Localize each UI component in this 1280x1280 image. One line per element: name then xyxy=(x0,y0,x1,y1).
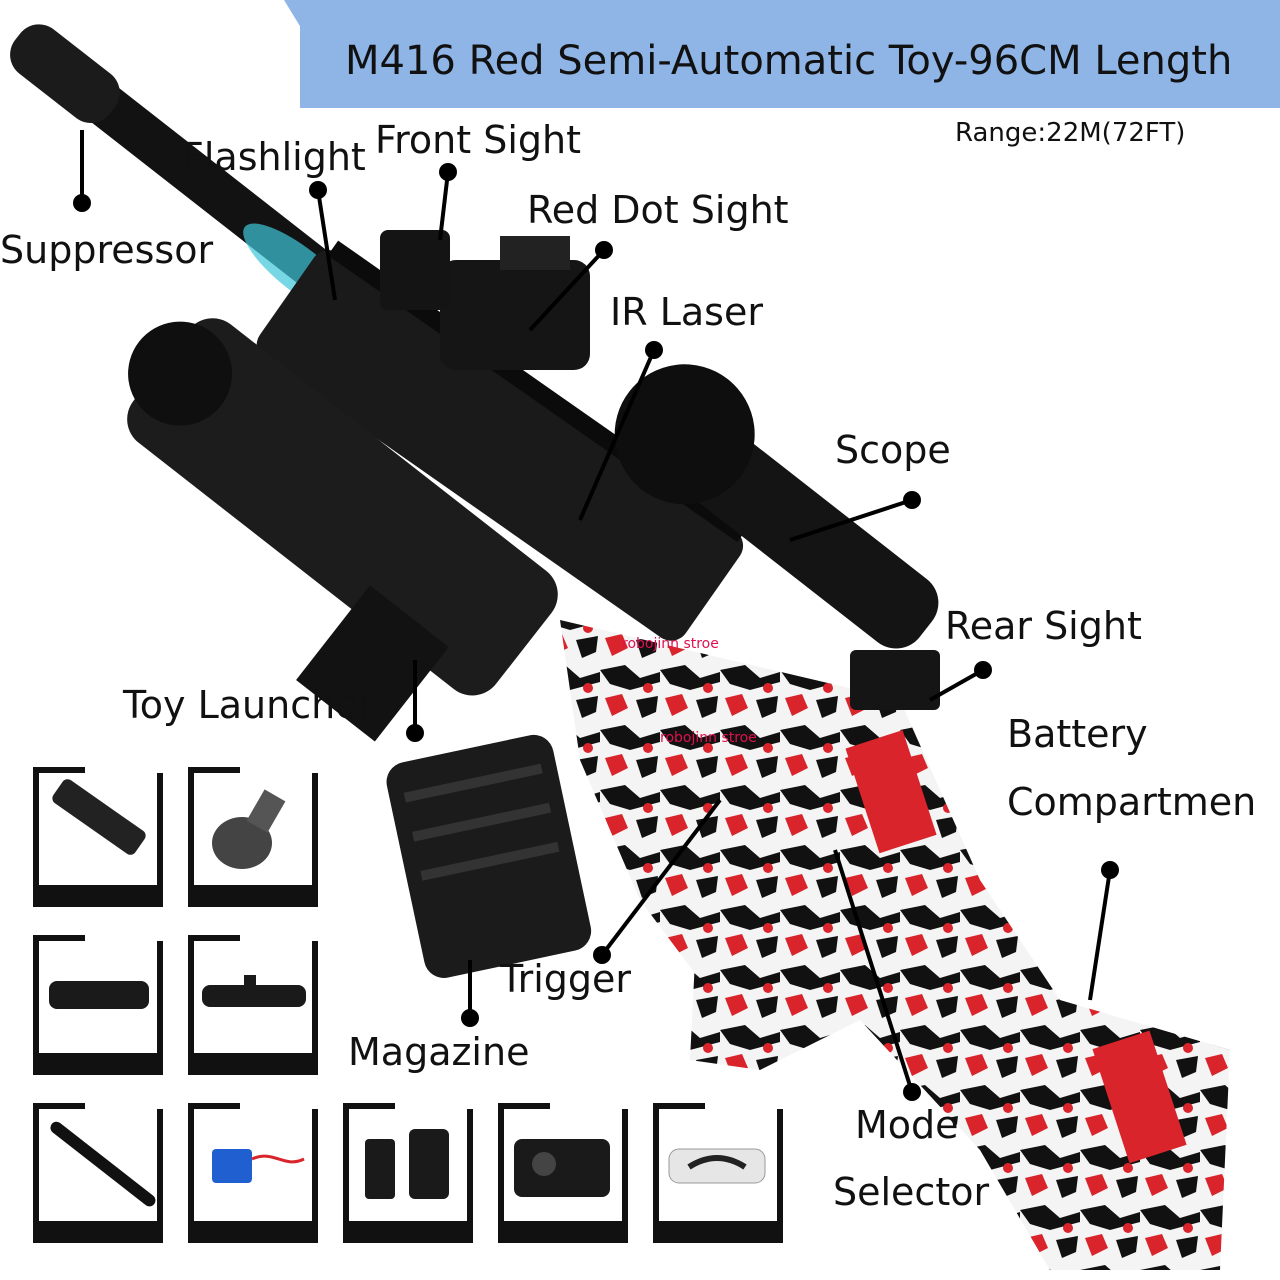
accessory-red-dot-sight xyxy=(498,1101,630,1243)
watermark-2: robojinn stroe xyxy=(660,730,757,746)
label-front-sight: Front Sight xyxy=(375,118,581,162)
leader-lines xyxy=(80,130,1112,1093)
accessory-flashlight xyxy=(33,933,165,1075)
magazine-drum-icon xyxy=(212,789,286,869)
label-compartment: Compartmen xyxy=(1007,780,1257,824)
launcher xyxy=(127,318,558,742)
accessory-muzzle-grip xyxy=(343,1101,475,1243)
label-flashlight: Flashlight xyxy=(182,135,366,179)
label-trigger: Trigger xyxy=(500,957,632,1001)
label-magazine: Magazine xyxy=(348,1030,530,1074)
suppressor-icon xyxy=(50,1121,156,1207)
goggles-icon xyxy=(668,1148,766,1184)
label-toy-launcher: Toy Launcher xyxy=(123,683,375,727)
muzzle-grip-icon xyxy=(365,1129,449,1199)
receiver-body xyxy=(560,620,1230,1270)
drum-magazine xyxy=(386,734,592,978)
accessory-goggles xyxy=(653,1101,785,1243)
label-selector: Selector xyxy=(833,1170,990,1214)
label-red-dot-sight: Red Dot Sight xyxy=(527,188,789,232)
label-suppressor: Suppressor xyxy=(0,228,214,272)
accessory-suppressor xyxy=(33,1101,165,1243)
scope-body xyxy=(614,364,939,649)
flashlight-icon xyxy=(49,981,149,1009)
leader-dots xyxy=(73,163,1119,1101)
range-text: Range:22M(72FT) xyxy=(955,118,1186,148)
accessory-battery xyxy=(188,1101,320,1243)
accessory-laser xyxy=(188,933,320,1075)
label-ir-laser: IR Laser xyxy=(610,290,763,334)
laser-icon xyxy=(202,975,306,1007)
red-dot-sight-body xyxy=(440,236,590,370)
red-dot-sight-icon xyxy=(514,1139,610,1197)
label-battery: Battery xyxy=(1007,712,1148,756)
product-title: M416 Red Semi-Automatic Toy-96CM Length xyxy=(345,38,1233,84)
label-rear-sight: Rear Sight xyxy=(945,604,1142,648)
battery-charger-icon xyxy=(212,1149,305,1183)
launcher-icon xyxy=(52,779,146,855)
grip xyxy=(690,860,790,1060)
red-panel xyxy=(845,730,937,854)
watermark-1: robojinn stroe xyxy=(622,636,719,652)
title-banner xyxy=(300,0,1280,108)
accessory-magazine xyxy=(188,765,320,907)
label-mode: Mode xyxy=(855,1103,959,1147)
rear-sight xyxy=(850,650,940,710)
front-sight xyxy=(380,230,450,310)
label-scope: Scope xyxy=(835,428,951,472)
red-panel-2 xyxy=(1092,1030,1187,1164)
accessory-launcher xyxy=(33,765,165,907)
